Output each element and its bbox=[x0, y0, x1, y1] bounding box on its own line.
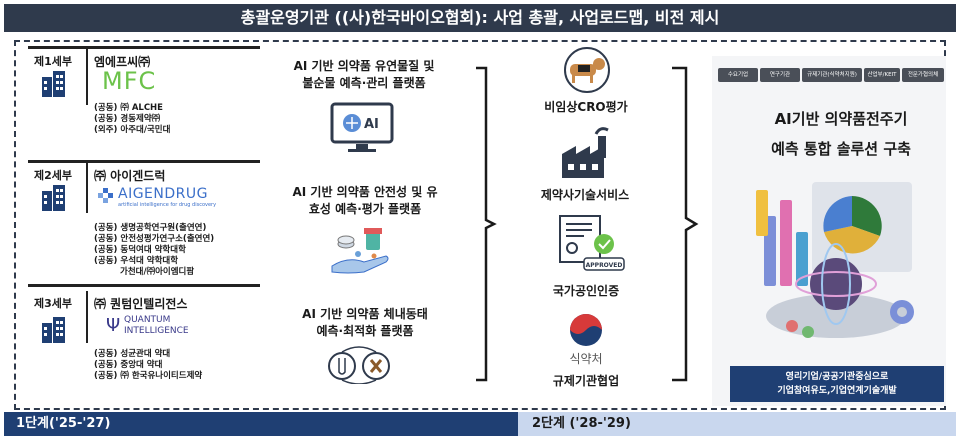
partner-item: (공동) 경동제약㈜ bbox=[94, 114, 161, 124]
pill-hand-icon bbox=[331, 228, 389, 274]
ai-monitor-icon: AI bbox=[330, 102, 394, 152]
platform-line: AI 기반 의약품 체내동태 bbox=[302, 307, 428, 321]
solution-title-line: 예측 통합 솔루션 구축 bbox=[771, 140, 911, 158]
solution-note: 영리기업/공공기관중심으로 기업참여유도,기업연계기술개발 bbox=[730, 366, 944, 402]
partner-item: (공동) 생명공학연구원(출연연) bbox=[94, 223, 207, 233]
partner-list: (공동) 생명공학연구원(출연연) (공동) 안전성평가연구소(출연연) (공동… bbox=[94, 223, 214, 278]
bracket-right bbox=[672, 66, 699, 382]
partner-item: (공동) ㈜ 한국유나이티드제약 bbox=[94, 371, 203, 381]
org-name: ㈜ 아이겐드럭 bbox=[94, 169, 166, 183]
partner-list: (공동) 성균관대 약대 (공동) 중앙대 약대 (공동) ㈜ 한국유나이티드제… bbox=[94, 349, 202, 382]
org-name: 엠에프씨㈜ bbox=[94, 55, 151, 69]
partner-item: (공동) 동덕여대 약학대학 bbox=[94, 245, 186, 255]
quantum-logo-line: QUANTUM bbox=[124, 315, 171, 325]
outer-frame-top bbox=[14, 40, 946, 42]
page-title: 총괄운영기관 ((사)한국바이오협회): 사업 총괄, 사업로드맵, 비전 제시 bbox=[4, 4, 956, 32]
platform-line: 효성 예측·평가 플랫폼 bbox=[308, 202, 422, 216]
quantum-logo: QUANTUM INTELLIGENCE bbox=[124, 315, 189, 337]
factory-icon bbox=[562, 127, 609, 178]
partner-item: (공동) ㈜ ALCHE bbox=[94, 103, 163, 113]
platform-line: AI 기반 의약품 안전성 및 유 bbox=[292, 185, 438, 199]
partner-item: 가천대/㈜아이엠디팜 bbox=[120, 267, 195, 277]
stakeholder-tag: 규제기관(식약처지원) bbox=[802, 68, 862, 82]
pk-cycle-icon bbox=[328, 346, 390, 384]
stakeholder-tag: 연구기관 bbox=[760, 68, 800, 82]
stage-1-bar: 1단계('25-'27) bbox=[4, 412, 518, 436]
partner-list: (공동) ㈜ ALCHE (공동) 경동제약㈜ (외주) 아주대/국민대 bbox=[94, 103, 170, 136]
partner-item: (공동) 성균관대 약대 bbox=[94, 349, 171, 359]
solution-title: AI기반 의약품전주기 예측 통합 솔루션 구축 bbox=[736, 104, 946, 164]
stakeholder-tag: 수요기업 bbox=[718, 68, 758, 82]
quantum-logo-line: INTELLIGENCE bbox=[124, 326, 189, 336]
partner-item: (공동) 우석대 약학대학 bbox=[94, 256, 179, 266]
org-name: ㈜ 퀀텀인텔리전스 bbox=[94, 297, 188, 311]
beagle-dog-icon bbox=[564, 47, 610, 93]
bracket-right bbox=[476, 66, 497, 382]
stakeholder-tag: 전문가협의체 bbox=[902, 68, 944, 82]
service-label: 규제기관협업 bbox=[552, 374, 620, 388]
platform-3-title: AI 기반 의약품 체내동태 예측·최적화 플랫폼 bbox=[270, 306, 460, 340]
platform-2-title: AI 기반 의약품 안전성 및 유 효성 예측·평가 플랫폼 bbox=[262, 184, 468, 218]
approved-certificate-icon: APPROVED bbox=[559, 215, 625, 271]
building-icon bbox=[42, 317, 65, 343]
platform-line: 예측·최적화 플랫폼 bbox=[316, 324, 414, 338]
partner-item: (공동) 안전성평가연구소(출연연) bbox=[94, 234, 215, 244]
solution-title-line: AI기반 의약품전주기 bbox=[774, 110, 908, 128]
subproject-label: 제2세부 bbox=[34, 169, 73, 182]
platform-1-title: AI 기반 의약품 유연물질 및 불순물 예측·관리 플랫폼 bbox=[264, 58, 464, 92]
mfc-logo: MFC bbox=[102, 67, 157, 95]
solution-note-line: 기업참여유도,기업연계기술개발 bbox=[777, 386, 897, 396]
subproject-label: 제1세부 bbox=[34, 55, 73, 68]
service-label: 비임상CRO평가 bbox=[544, 100, 628, 114]
partner-item: (외주) 아주대/국민대 bbox=[94, 125, 171, 135]
aigendrug-tagline: artificial intelligence for drug discove… bbox=[118, 202, 217, 208]
monitor-label: AI bbox=[364, 117, 379, 132]
subproject-1: 제1세부 엠에프씨㈜ MFC (공동) ㈜ ALCHE (공동) 경동제약㈜ (… bbox=[28, 46, 260, 156]
mfds-label: 식약처 bbox=[569, 352, 603, 366]
mfds-emblem-icon bbox=[570, 314, 602, 346]
stakeholder-tag: 산업부/KEIT bbox=[864, 68, 900, 82]
service-label: 제약사기술서비스 bbox=[540, 188, 630, 202]
platform-line: AI 기반 의약품 유연물질 및 bbox=[293, 59, 435, 73]
approved-text: APPROVED bbox=[586, 262, 623, 269]
aigendrug-mark-icon bbox=[98, 188, 113, 203]
subproject-3: 제3세부 ㈜ 퀀텀인텔리전스 Ψ QUANTUM INTELLIGENCE (공… bbox=[28, 284, 260, 394]
analytics-illustration bbox=[756, 182, 914, 338]
service-label: 국가공인인증 bbox=[552, 284, 620, 298]
building-icon bbox=[42, 71, 65, 97]
subproject-label: 제3세부 bbox=[34, 297, 73, 310]
quantum-psi-icon: Ψ bbox=[106, 315, 121, 336]
partner-item: (공동) 중앙대 약대 bbox=[94, 360, 163, 370]
aigendrug-logo: AIGENDRUG bbox=[118, 186, 208, 202]
platform-line: 불순물 예측·관리 플랫폼 bbox=[302, 76, 426, 90]
solution-note-line: 영리기업/공공기관중심으로 bbox=[785, 372, 889, 382]
subproject-2: 제2세부 ㈜ 아이겐드럭 AIGENDRUG artificial intell… bbox=[28, 160, 260, 280]
stage-2-bar: 2단계 ('28-'29) bbox=[518, 412, 956, 436]
building-icon bbox=[42, 185, 65, 211]
